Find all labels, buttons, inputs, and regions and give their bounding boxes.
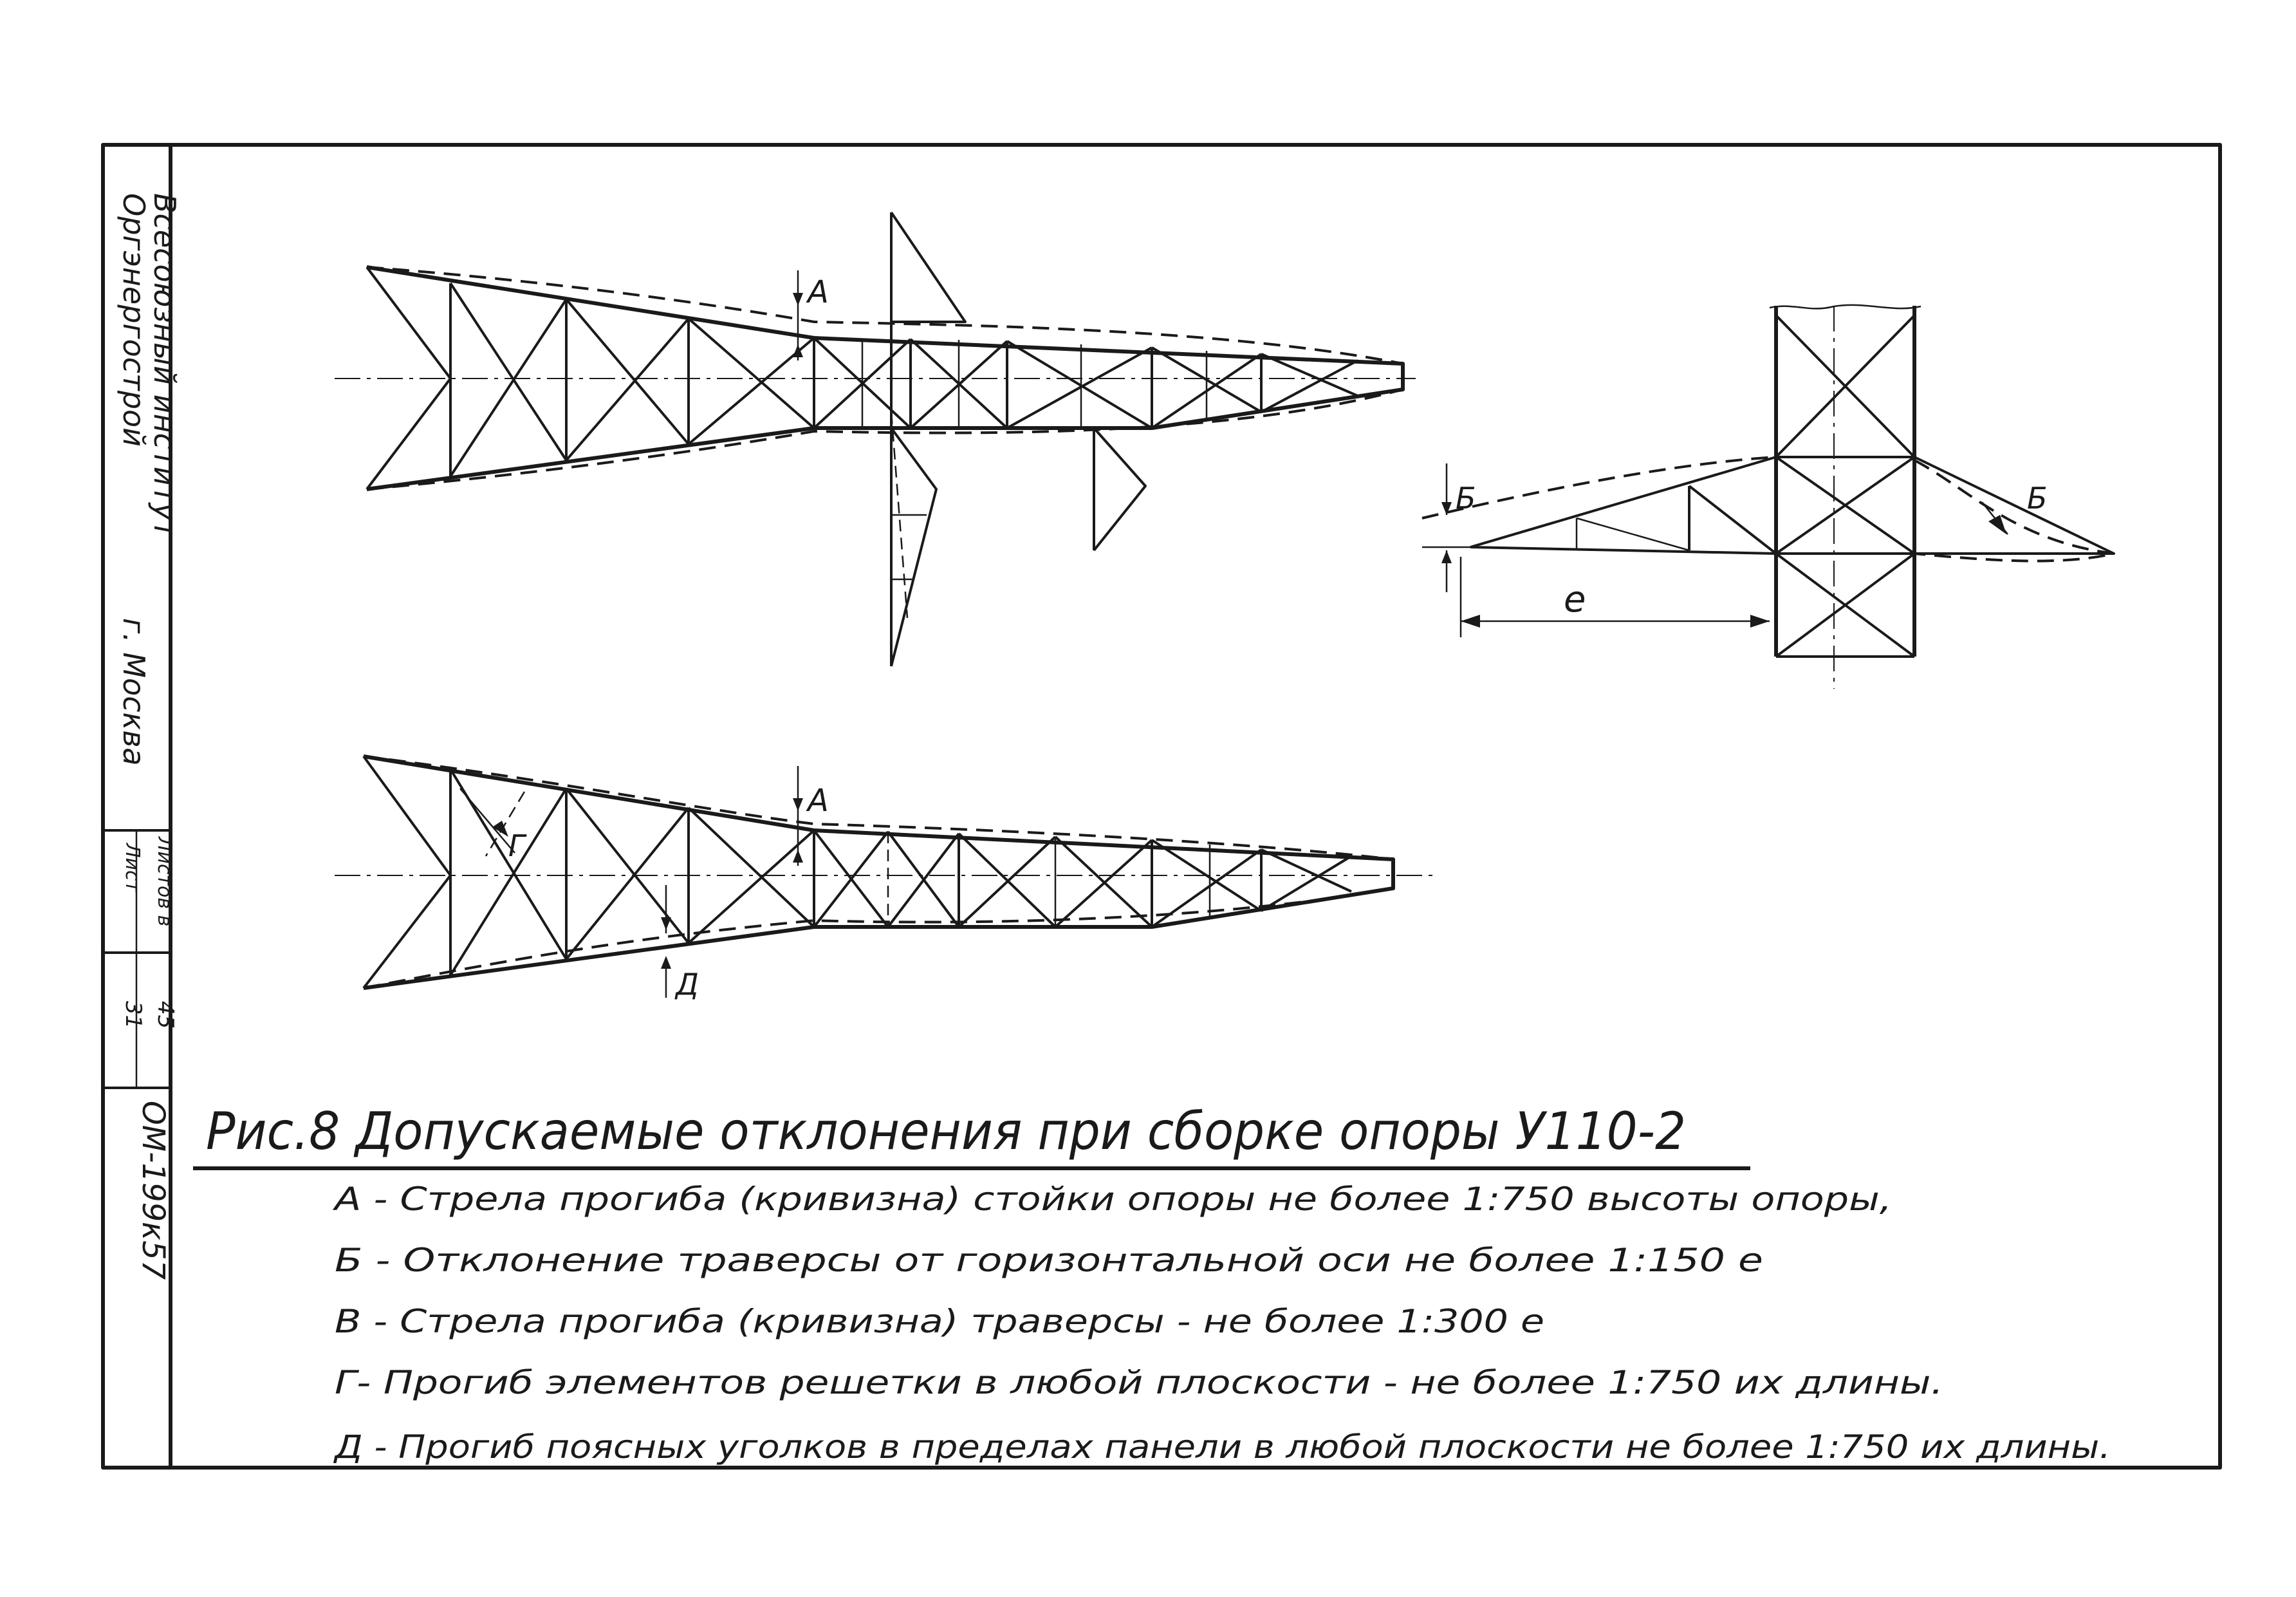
stamp-org-city: г. Москва (116, 618, 151, 766)
title-block: Всесоюзный институт Оргэнергострой г. Мо… (103, 145, 182, 1468)
stamp-sheet-label: Лист (121, 843, 144, 893)
stamp-album-value: 45 (153, 1001, 178, 1029)
mark-a-top: А (806, 274, 829, 310)
crossarm-diagram-bottom: А Г Д (335, 754, 1435, 1002)
figure-title: Рис.8 Допускаемые отклонения при сборке … (206, 1101, 1686, 1161)
sheet-frame (101, 143, 2222, 1470)
stamp-org-line2: Оргэнергострой (116, 193, 151, 447)
stamp-doc-code: ОМ-199к57 (135, 1101, 171, 1280)
note-a: А - Стрела прогиба (кривизна) стойки опо… (332, 1181, 1892, 1218)
note-d: Д - Прогиб поясных уголков в пределах па… (333, 1428, 2111, 1466)
note-v: В - Стрела прогиба (кривизна) траверсы -… (335, 1303, 1544, 1340)
stamp-org-line1: Всесоюзный институт (147, 193, 182, 539)
tower-diagram-right: Б Б е (1421, 304, 2115, 689)
stamp-sheet-value: 31 (120, 1001, 146, 1029)
note-b: Б - Отклонение траверсы от горизонтально… (335, 1242, 1763, 1279)
mark-a-bottom: А (806, 783, 829, 819)
stamp-album-label: Листов в (153, 836, 176, 926)
mark-b-right: Б (2027, 481, 2048, 516)
note-g: Г- Прогиб элементов решетки в любой плос… (335, 1364, 1943, 1401)
dimension-l: е (1564, 579, 1586, 621)
crossarm-diagram-top: А (335, 211, 1416, 667)
tolerance-notes: А - Стрела прогиба (кривизна) стойки опо… (332, 1181, 2111, 1466)
mark-g: Г (508, 828, 527, 863)
mark-b-left: Б (1456, 481, 1476, 516)
mark-d: Д (674, 967, 699, 1002)
